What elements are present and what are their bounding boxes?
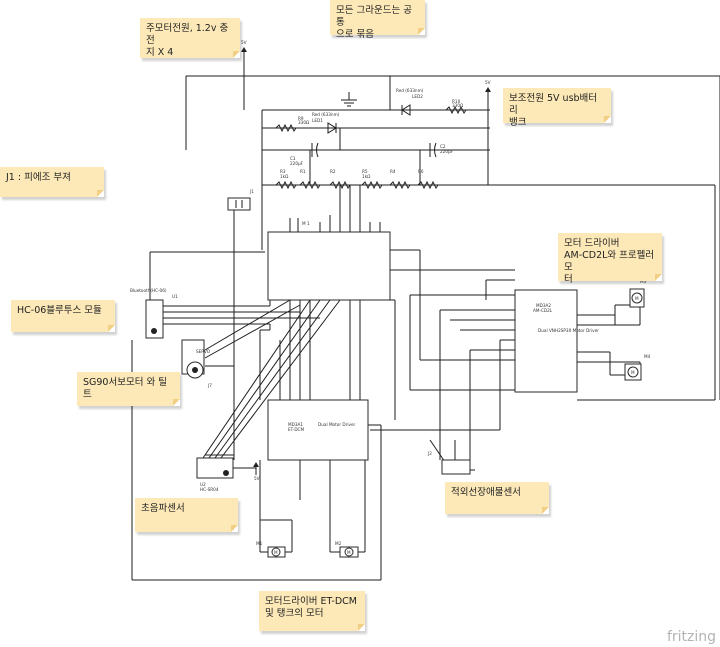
r9-label: R9 [298,116,304,121]
us-part: HC-SR04 [200,487,219,492]
m4-label: M4 [644,354,651,359]
m4-symbol: M [631,370,635,375]
led2-label: LED2 [412,94,423,99]
note-servo: SG90서보모터 와 틸트 [77,372,180,406]
r10-label: R10 [452,99,461,104]
note-ir-sensor: 적외선장애물센서 [445,482,549,514]
c2-value: 220µF [440,149,454,154]
vcc-left-label: 5V [241,40,247,45]
note-aux-power: 보조전원 5V usb배터리 뱅크 [503,88,611,128]
bluetooth-module [145,299,164,339]
servo-ref: J7 [207,383,212,388]
md2-desc: Dual VNH2SP30 Motor Driver [538,328,599,333]
md1-desc: Dual Motor Driver [318,422,356,427]
vcc-us-label: 5V [254,476,260,481]
m2-label: M2 [335,541,342,546]
m3-label: M3 [640,279,647,284]
r2-label: R2 [330,169,336,174]
note-bluetooth: HC-06블루투스 모듈 [11,300,115,332]
m1-label: M1 [256,541,263,546]
note-ground: 모든 그라운드는 공통 으로 묶음 [330,0,425,40]
ir-ref: J2 [427,451,432,456]
led2-desc: Red (633nm) [396,88,424,93]
j1-label: J1 [249,189,254,194]
r3-label: R3 [280,169,286,174]
note-main-power: 주모터전원, 1.2v 충전 지 X 4 [140,18,240,58]
md2-ref: MD3A2 [536,303,551,308]
leds [327,104,411,134]
c1-label: C1 [290,156,296,161]
am-cd2l-driver [514,289,578,393]
note-motor-driver-amcd2l: 모터 드라이버 AM-CD2L와 프로펠러모 터 [558,233,662,285]
arduino-ref: M 1 [302,221,310,226]
u1-label: U1 [172,294,178,299]
et-dcm-driver [267,399,369,461]
led1-label: LED1 [312,118,323,123]
piezo-j1 [227,197,251,211]
c1-value: 220µF [290,161,304,166]
m2-symbol: M [347,550,351,555]
r6-label: R6 [418,169,424,174]
md2-part: AM-CD2L [533,308,553,313]
bt-label: Bluetooth(HC-06) [130,288,167,293]
r1-label: R1 [300,169,306,174]
fritzing-logo: fritzing [666,629,716,645]
r10-value: 330Ω [452,103,464,108]
r9-value: 330Ω [298,120,310,125]
resistors [275,105,467,190]
note-ultrasonic: 초음파센서 [135,498,238,532]
note-motor-driver-etdcm: 모터드라이버 ET-DCM 및 탱크의 모터 [259,591,365,631]
r4-label: R4 [390,169,396,174]
vcc-right-label: 5V [485,80,491,85]
md1-part: ET-DCM [288,427,304,432]
motors [267,288,645,558]
arduino-board [267,231,391,301]
capacitors [311,142,437,158]
c2-label: C2 [440,144,446,149]
md1-ref: MD3A1 [288,422,303,427]
m1-symbol: M [274,550,278,555]
m3-symbol: M [635,296,639,301]
note-piezo: J1 : 피에조 부져 [0,167,104,197]
r-value-2: 1kΩ [362,174,371,179]
r5-label: R5 [362,169,368,174]
r-value-1: 1kΩ [280,174,289,179]
ground-symbol [341,92,357,107]
wiring [131,50,720,581]
us-ref: U2 [200,482,206,487]
led1-desc: Red (633nm) [312,112,340,117]
servo-label: SERVO [196,349,211,354]
ir-sensor [441,459,471,475]
